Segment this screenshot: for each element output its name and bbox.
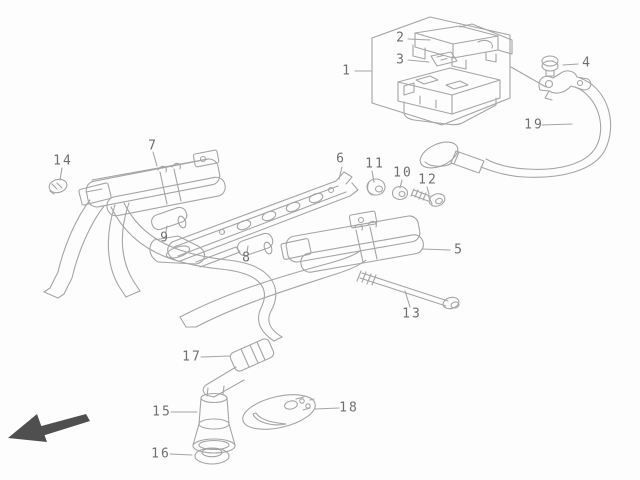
part-14-clip-drawing <box>48 178 68 195</box>
callout-label-3: 3 <box>396 52 406 68</box>
part-12-screw-drawing <box>410 188 446 207</box>
part-13-bolt-drawing <box>356 270 460 310</box>
part-15-spark-plug-cap-drawing <box>192 392 236 454</box>
callout-label-1: 1 <box>342 63 352 79</box>
wire-harness-lines <box>43 199 367 342</box>
callout-label-17: 17 <box>182 349 202 365</box>
direction-arrow <box>8 414 90 442</box>
part-19-lead-wire-drawing <box>419 70 612 178</box>
part-11-grommet-drawing <box>366 178 386 196</box>
callout-label-2: 2 <box>396 30 406 46</box>
part-3-fuse-drawing <box>430 51 458 67</box>
part-16-ring-drawing <box>194 447 230 465</box>
callout-label-16: 16 <box>151 446 171 462</box>
part-5-ignition-coil-drawing <box>280 210 424 273</box>
callout-label-15: 15 <box>152 404 172 420</box>
callout-label-10: 10 <box>393 165 413 181</box>
part-17-joint-drawing <box>202 338 275 398</box>
callout-leader-lines <box>59 38 579 456</box>
callout-label-4: 4 <box>582 55 592 71</box>
callout-label-6: 6 <box>336 151 346 167</box>
part-18-cover-drawing <box>242 394 316 430</box>
callout-label-14: 14 <box>53 153 73 169</box>
callout-label-5: 5 <box>454 242 464 258</box>
part-2-relay-drawing <box>412 23 513 70</box>
callout-label-13: 13 <box>402 306 422 322</box>
part-1-fuse-box-drawing <box>397 67 501 126</box>
part-6-bracket-drawing <box>149 171 359 268</box>
callout-label-18: 18 <box>339 400 359 416</box>
part-4-terminal-bolt-drawing <box>541 55 559 77</box>
part-7-ignition-coil-drawing <box>78 149 226 217</box>
callout-label-9: 9 <box>160 230 170 246</box>
part-8-cushion-drawing <box>237 232 274 257</box>
part-1-boundary-hexagon <box>371 16 547 126</box>
part-9-cushion-drawing <box>151 206 188 231</box>
callout-label-7: 7 <box>148 138 158 154</box>
callout-label-11: 11 <box>365 156 385 172</box>
callout-label-8: 8 <box>242 250 252 266</box>
callout-label-19: 19 <box>524 117 544 133</box>
callout-label-12: 12 <box>418 172 438 188</box>
